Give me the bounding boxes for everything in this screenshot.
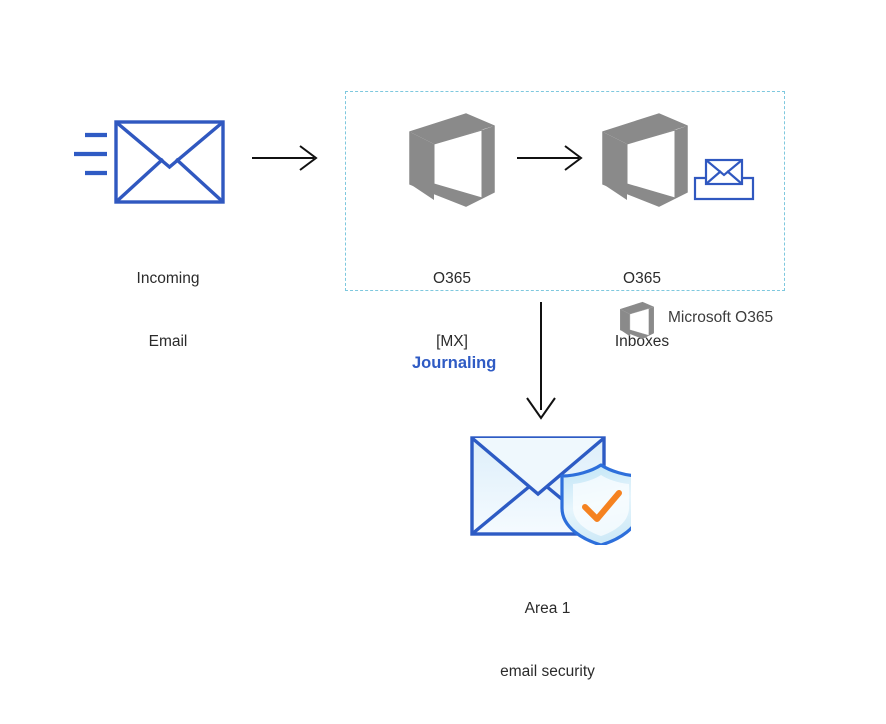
incoming-email-envelope-icon	[74, 120, 225, 204]
inbox-tray-envelope-icon	[693, 158, 755, 201]
arrow-incoming-to-mx	[250, 138, 322, 178]
arrow-mx-to-inboxes	[515, 138, 587, 178]
legend-microsoft-o365: Microsoft O365	[618, 300, 798, 342]
o365-mx-label: O365 [MX]	[382, 226, 522, 394]
o365-inboxes-label: O365 Inboxes	[572, 226, 712, 394]
envelope-shield-check-icon	[470, 436, 642, 547]
incoming-email-node	[70, 115, 235, 210]
area1-email-security-node	[466, 430, 642, 547]
area1-label-line1: Area 1	[524, 600, 571, 617]
incoming-email-label-line2: Email	[148, 333, 188, 350]
inbox-tray-envelope-icon	[692, 157, 756, 202]
office-365-icon	[602, 113, 688, 207]
office-365-icon	[409, 113, 495, 207]
diagram-canvas: Incoming Email O365 [MX]	[70, 91, 798, 680]
arrow-right-icon	[517, 145, 583, 171]
area1-email-security-label: Area 1 email security	[455, 556, 640, 724]
microsoft-o365-group-box	[345, 91, 785, 291]
o365-mx-node	[404, 110, 500, 208]
incoming-email-label-line1: Incoming	[136, 270, 200, 287]
office-365-icon	[620, 301, 654, 339]
o365-inboxes-node	[597, 110, 693, 208]
o365-inboxes-label-line1: O365	[623, 270, 661, 287]
arrow-right-icon	[252, 145, 318, 171]
incoming-email-label: Incoming Email	[88, 226, 248, 394]
o365-inboxes-label-line2: Inboxes	[614, 333, 670, 350]
arrow-down-icon	[526, 302, 556, 420]
legend-microsoft-o365-label: Microsoft O365	[668, 309, 774, 326]
journaling-edge-label: Journaling	[412, 354, 497, 372]
arrow-inboxes-to-area1	[518, 298, 564, 424]
o365-mx-label-line2: [MX]	[436, 333, 468, 350]
o365-mx-label-line1: O365	[433, 270, 471, 287]
area1-label-line2: email security	[500, 663, 595, 680]
